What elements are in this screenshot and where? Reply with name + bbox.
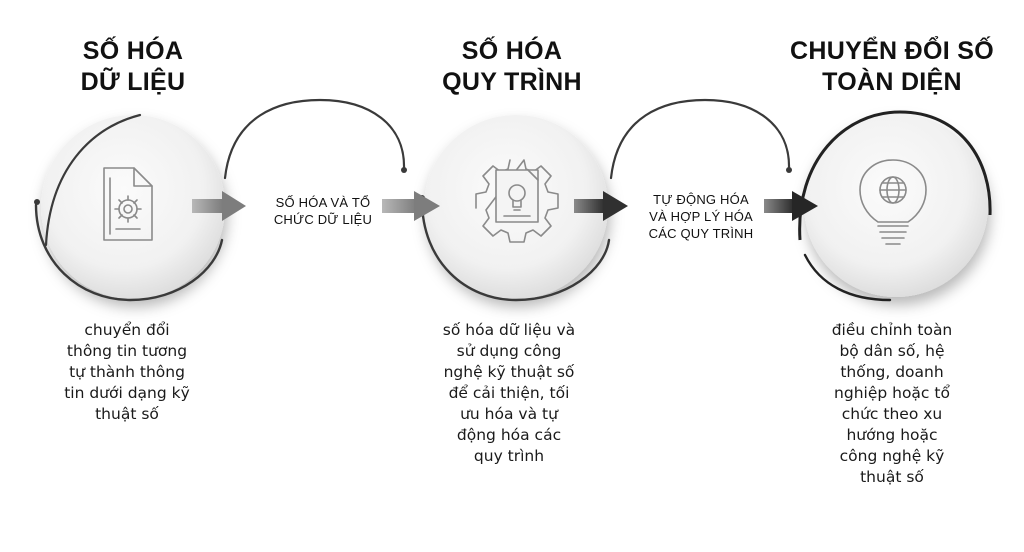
arrow-2 [382,191,440,221]
stage-2-desc-line-2: sử dụng công [456,342,562,360]
stage-2-title: SỐ HÓA QUY TRÌNH [382,36,642,98]
stage-3-title-line-1: CHUYỂN ĐỔI SỐ [790,37,994,65]
gear-document-lightbulb-icon [475,159,559,243]
connector-arc-dot-2 [786,167,792,173]
stage-circle-1 [34,113,225,302]
globe-lightbulb-icon [859,159,927,245]
stage-3-desc-line-7: công nghệ kỹ [839,447,945,465]
stage-circle-3 [798,110,992,302]
stage-2-desc-line-6: động hóa các [456,426,562,444]
connector-arc-dot-1 [401,167,407,173]
stage-3-desc-line-4: nghiệp hoặc tổ [834,384,950,402]
connector-1-label-line-2: CHỨC DỮ LIỆU [273,212,373,227]
arrow-3 [574,191,628,221]
connector-arc-top-1 [223,98,406,180]
connector-2-label-line-2: VÀ HỢP LÝ HÓA [649,209,753,224]
stage-1-description: chuyển đổi thông tin tương tự thành thôn… [27,320,227,425]
stage-2-desc-line-4: để cải thiện, tối [448,384,570,402]
connector-1-label-line-1: SỐ HÓA VÀ TỔ [275,195,371,210]
connector-2-label: TỰ ĐỘNG HÓA VÀ HỢP LÝ HÓA CÁC QUY TRÌNH [616,191,786,242]
stage-2-desc-line-3: nghệ kỹ thuật số [443,363,575,381]
stage-3-desc-line-6: hướng hoặc [846,426,938,444]
stage-3-desc-line-3: thống, doanh [840,363,944,381]
stage-3-desc-line-2: bộ dân số, hệ [839,342,945,360]
connector-2-label-line-1: TỰ ĐỘNG HÓA [653,192,749,207]
stage-1-desc-line-4: tin dưới dạng kỹ [64,384,190,402]
stage-2-title-line-2: QUY TRÌNH [442,68,582,96]
stage-3-desc-line-1: điều chỉnh toàn [831,321,953,339]
stage-2-title-line-1: SỐ HÓA [461,37,563,65]
arrow-4 [764,191,818,221]
connector-arc-top-2 [609,98,791,180]
stage-2-desc-line-7: quy trình [473,447,545,465]
stage-3-title-line-2: TOÀN DIỆN [822,68,962,96]
stage-1-title-line-1: SỐ HÓA [82,37,184,65]
stage-2-desc-line-5: ưu hóa và tự [460,405,558,423]
stage-3-description: điều chỉnh toàn bộ dân số, hệ thống, doa… [792,320,992,488]
document-gear-icon [103,167,153,241]
stage-2-desc-line-1: số hóa dữ liệu và [442,321,576,339]
stage-1-desc-line-2: thông tin tương [66,342,188,360]
arrow-1 [192,191,246,221]
connector-1-label: SỐ HÓA VÀ TỔ CHỨC DỮ LIỆU [238,194,408,228]
stage-3-title: CHUYỂN ĐỔI SỐ TOÀN DIỆN [762,36,1022,98]
connector-2-label-line-3: CÁC QUY TRÌNH [648,226,754,241]
stage-2-description: số hóa dữ liệu và sử dụng công nghệ kỹ t… [409,320,609,467]
stage-1-title: SỐ HÓA DỮ LIỆU [3,36,263,98]
stage-1-desc-line-1: chuyển đổi [84,321,170,339]
stage-1-title-line-2: DỮ LIỆU [80,68,186,96]
stage-1-desc-line-5: thuật số [95,405,159,423]
stage-3-desc-line-8: thuật số [860,468,924,486]
stage-3-desc-line-5: chức theo xu [841,405,943,423]
stage-1-desc-line-3: tự thành thông [69,363,185,381]
